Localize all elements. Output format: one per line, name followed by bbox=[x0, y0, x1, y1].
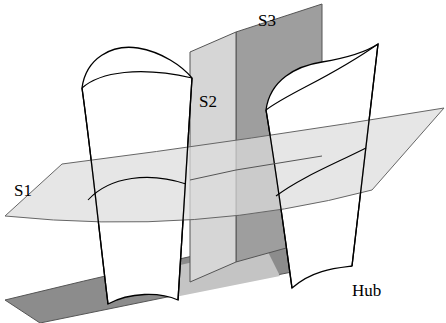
surface-label: S3 bbox=[258, 12, 276, 29]
s1-surface bbox=[5, 108, 444, 222]
blade-edge bbox=[266, 44, 378, 110]
blade-outline bbox=[266, 44, 378, 288]
surface-intersection bbox=[190, 156, 322, 180]
surface-label: S1 bbox=[14, 182, 32, 199]
blade-outline bbox=[82, 78, 192, 304]
surface-label: S2 bbox=[199, 93, 217, 110]
blade-edge bbox=[82, 72, 192, 88]
blade-section bbox=[276, 148, 366, 196]
part-label: Hub bbox=[352, 282, 381, 299]
blade-section bbox=[88, 177, 186, 200]
